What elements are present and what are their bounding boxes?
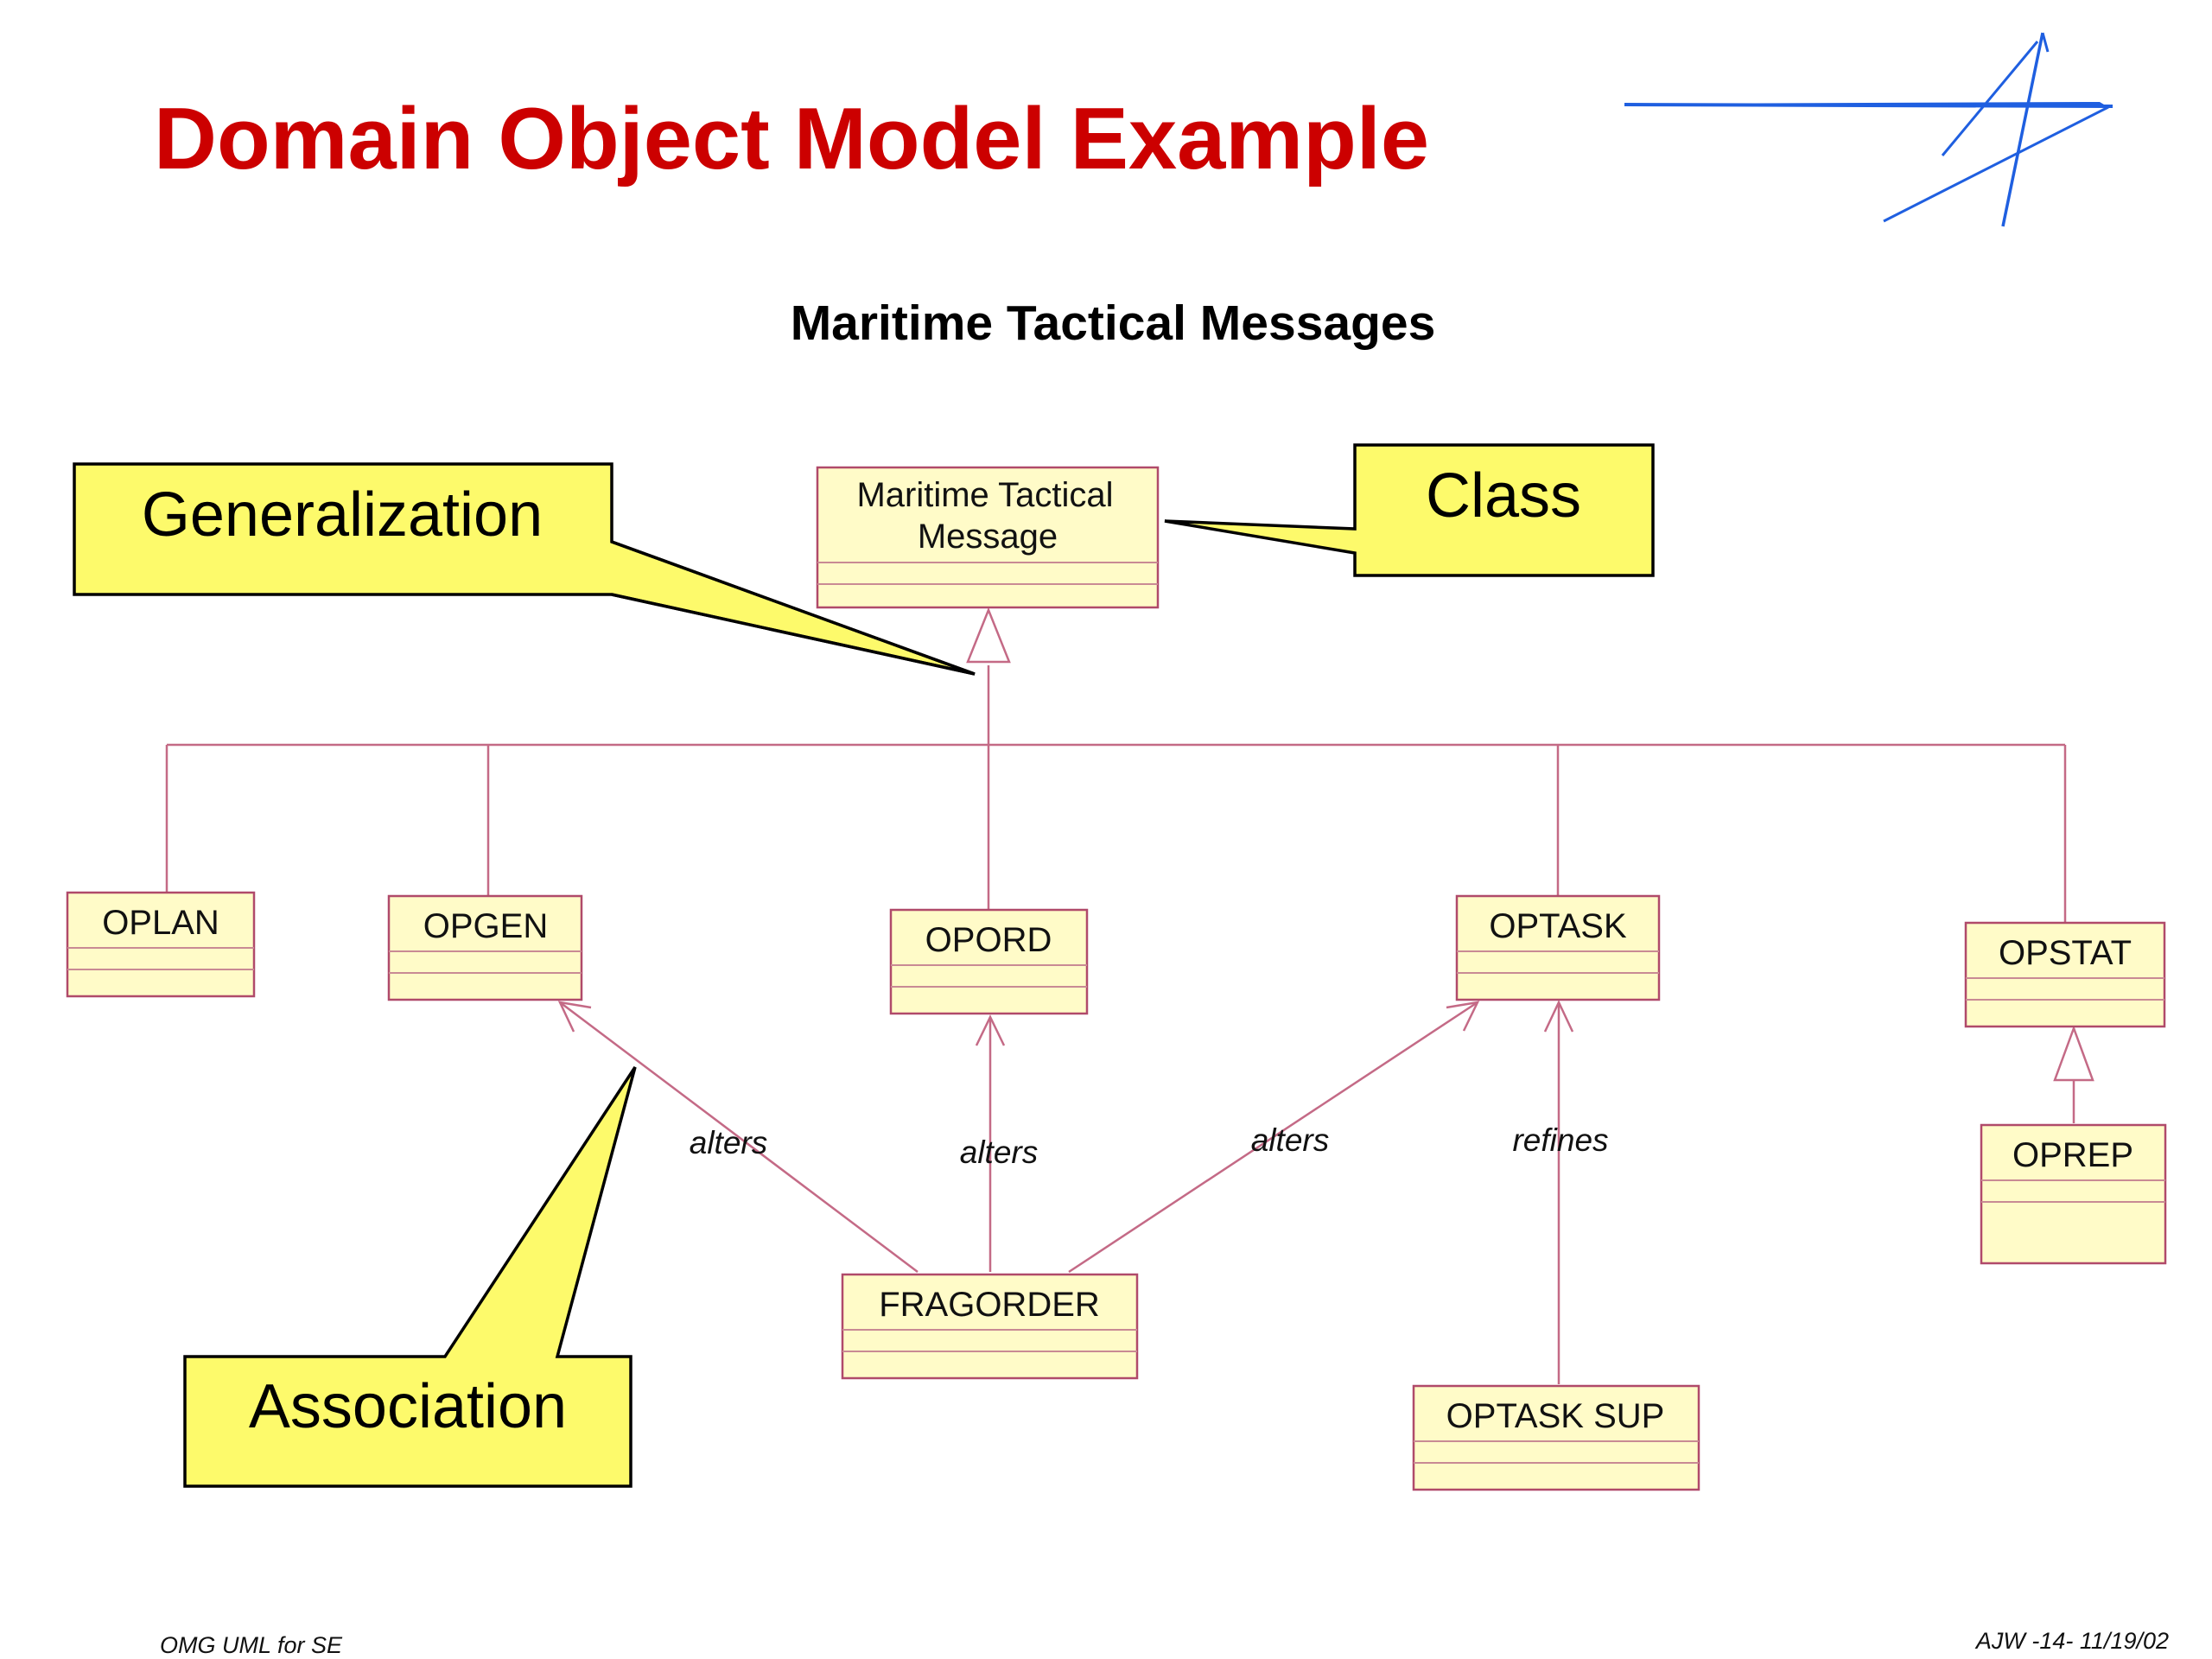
class-label-line2: Message — [918, 518, 1058, 556]
footer-left: OMG UML for SE — [160, 1632, 343, 1658]
footer-right: AJW -14- 11/19/02 — [1974, 1628, 2169, 1654]
class-label: FRAGORDER — [879, 1286, 1100, 1324]
class-label: OPTASK — [1489, 907, 1627, 945]
oprep-generalization-arrowhead — [2053, 1025, 2094, 1082]
class-label: OPGEN — [423, 907, 548, 945]
class-optask[interactable]: OPTASK — [1455, 894, 1661, 1001]
generalization-tree — [165, 665, 2067, 923]
callout-label: Generalization — [142, 480, 543, 550]
class-opgen[interactable]: OPGEN — [387, 894, 583, 1001]
class-label: OPLAN — [102, 904, 219, 942]
class-label: OPREP — [2012, 1136, 2133, 1174]
class-oprep[interactable]: OPREP — [1980, 1123, 2167, 1265]
page-title: Domain Object Model Example — [154, 91, 1429, 188]
association-label-alters-optask: alters — [1251, 1122, 1329, 1158]
class-oplan[interactable]: OPLAN — [66, 891, 256, 998]
generalization-arrowhead — [966, 607, 1011, 664]
association-label-refines: refines — [1512, 1122, 1608, 1158]
association-label-alters-opgen: alters — [690, 1125, 767, 1160]
class-label: OPORD — [925, 921, 1052, 959]
association-label-alters-opord: alters — [960, 1135, 1038, 1170]
diagram-subtitle: Maritime Tactical Messages — [791, 296, 1436, 351]
association-fragorder-optask — [1068, 1001, 1480, 1274]
class-maritime-tactical-message[interactable]: Maritime Tactical Message — [816, 466, 1160, 609]
callout-class: Class — [1164, 443, 1655, 577]
class-label: OPSTAT — [1999, 934, 2132, 972]
class-optask-sup[interactable]: OPTASK SUP — [1412, 1384, 1700, 1491]
association-fragorder-opord — [975, 1014, 1006, 1272]
callout-association: Association — [183, 1066, 637, 1488]
callout-label: Class — [1426, 461, 1581, 531]
callout-generalization: Generalization — [73, 462, 976, 676]
callout-label: Association — [249, 1372, 567, 1441]
class-opord[interactable]: OPORD — [889, 908, 1089, 1015]
class-fragorder[interactable]: FRAGORDER — [841, 1273, 1139, 1380]
class-opstat[interactable]: OPSTAT — [1964, 921, 2166, 1028]
association-fragorder-opgen — [557, 1001, 918, 1273]
star-swoosh-icon — [1624, 32, 2113, 227]
class-label: OPTASK SUP — [1446, 1397, 1665, 1435]
association-optasksup-optask — [1543, 1000, 1574, 1384]
class-label-line1: Maritime Tactical — [856, 476, 1113, 514]
